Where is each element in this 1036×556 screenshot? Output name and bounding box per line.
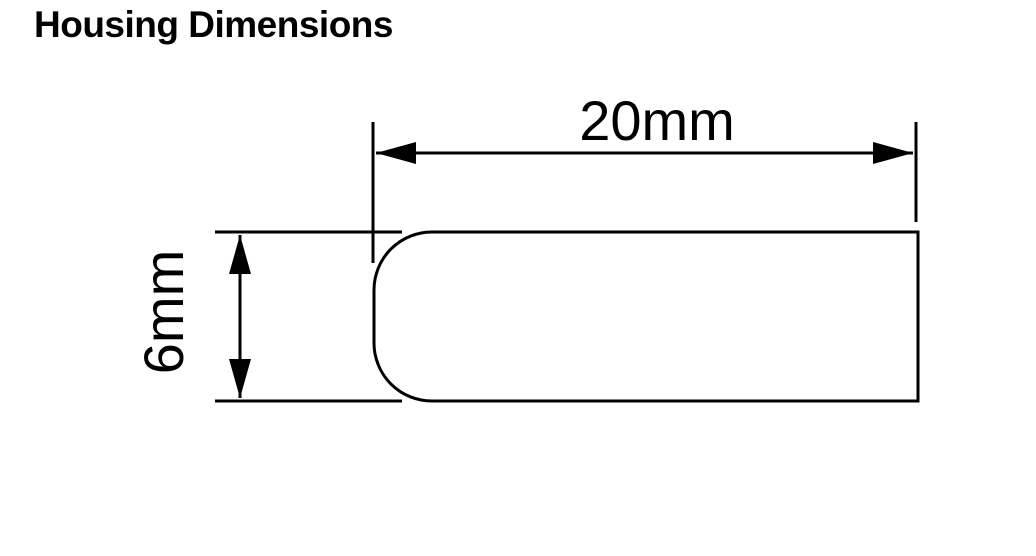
height-label: 6mm: [132, 250, 195, 374]
height-arrowheads: [229, 235, 251, 398]
housing-outline: [372, 230, 920, 403]
page-title: Housing Dimensions: [34, 4, 393, 45]
width-label: 20mm: [579, 89, 735, 152]
